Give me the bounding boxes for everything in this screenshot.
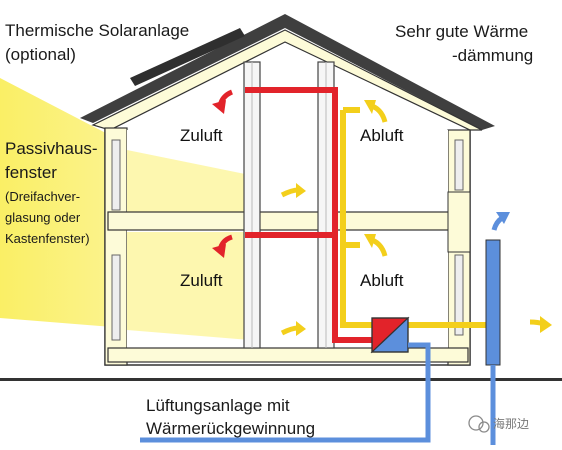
interior-sun-upper [127, 150, 250, 212]
intake-air-arrow [491, 212, 510, 231]
interior-sun-lower [127, 232, 250, 340]
outdoor-intake-column [485, 239, 501, 366]
airflow-arrow-lower [280, 321, 306, 336]
airflow-arrow-upper [280, 183, 306, 198]
watermark: 海那边 [468, 415, 529, 433]
passive-window-title-line1: Passivhaus- [5, 139, 98, 158]
ground-floor [107, 347, 469, 363]
exhaust-arrow-lower [364, 234, 388, 257]
left-window-lower [111, 254, 121, 341]
middle-floor [107, 211, 469, 231]
solar-panel [130, 28, 245, 86]
heat-recovery-unit [370, 316, 410, 354]
passive-window-note-line3: Kastenfenster) [5, 231, 90, 246]
wechat-icon [468, 415, 484, 431]
room-label-lower-left: Zuluft [180, 271, 223, 290]
outgoing-air-arrow [529, 316, 552, 333]
room-label-upper-left: Zuluft [180, 126, 223, 145]
fresh-air-duct [140, 342, 431, 443]
passive-window-note-line1: (Dreifachver- [5, 189, 80, 204]
ground-line [0, 378, 562, 381]
left-window-upper [111, 139, 121, 211]
insulation-label-line1: Sehr gute Wärme [395, 22, 528, 41]
insulation-label-line2: -dämmung [452, 46, 533, 65]
passive-window-note-line2: glasung oder [5, 210, 81, 225]
solar-label-line2: (optional) [5, 45, 76, 64]
right-window-lower [454, 254, 464, 336]
room-label-upper-right: Abluft [360, 126, 404, 145]
house-gable [91, 29, 483, 131]
exhaust-air-duct [340, 110, 500, 328]
supply-air-duct [245, 87, 375, 343]
passive-window-title-line2: fenster [5, 163, 57, 182]
room-label-lower-right: Abluft [360, 271, 404, 290]
exhaust-arrow-upper [364, 100, 388, 123]
ventilation-label-line1: Lüftungsanlage mit [146, 396, 290, 415]
right-panel [447, 191, 471, 253]
ventilation-label-line2: Wärmerückgewinnung [146, 419, 315, 438]
supply-arrow-upper [212, 89, 234, 114]
supply-arrow-lower [212, 234, 233, 258]
right-window-upper [454, 139, 464, 191]
solar-label-line1: Thermische Solaranlage [5, 21, 189, 40]
watermark-text: 海那边 [493, 416, 529, 431]
